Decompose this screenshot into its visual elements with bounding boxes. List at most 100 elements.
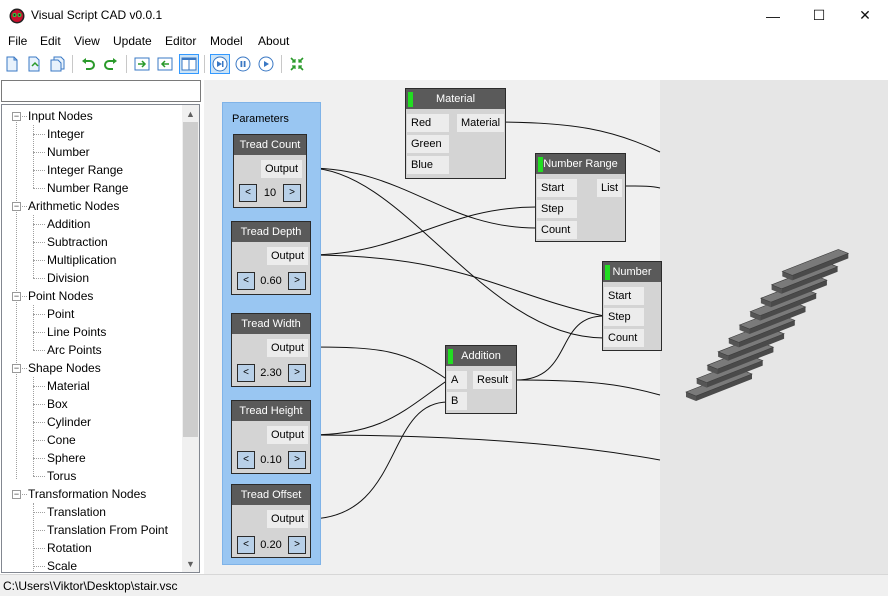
scrollbar-thumb[interactable] [183,122,198,437]
tree-item-scale[interactable]: Scale [47,559,78,573]
tree-category-point-nodes[interactable]: Point Nodes [28,289,94,303]
increment-button[interactable]: > [288,536,306,554]
tree-item-translation[interactable]: Translation [47,505,106,519]
output-port[interactable]: Output [261,160,303,178]
menu-editor[interactable]: Editor [165,34,197,48]
tree-item-integer[interactable]: Integer [47,127,85,141]
node-addition[interactable]: Addition A B Result [445,345,517,414]
tree-item-cone[interactable]: Cone [47,433,76,447]
tree-guide-line [33,260,45,261]
node-tread-count[interactable]: Tread Count Output < 10 > [233,134,307,208]
menu-view[interactable]: View [74,34,100,48]
input-port-count[interactable]: Count [604,329,644,347]
output-port[interactable]: Output [267,339,309,357]
menu-edit[interactable]: Edit [40,34,61,48]
split-view-button[interactable] [179,54,199,74]
collapse-icon[interactable]: − [12,201,21,211]
input-port-start[interactable]: Start [604,287,644,305]
decrement-button[interactable]: < [237,536,255,554]
input-port-green[interactable]: Green [407,135,449,153]
input-port-count[interactable]: Count [537,221,577,239]
export-button[interactable] [155,54,175,74]
tree-item-box[interactable]: Box [47,397,68,411]
decrement-button[interactable]: < [237,272,255,290]
increment-button[interactable]: > [283,184,301,202]
tree-category-input-nodes[interactable]: Input Nodes [28,109,93,123]
tree-item-number-range[interactable]: Number Range [47,181,129,195]
tree-item-rotation[interactable]: Rotation [47,541,92,555]
3d-viewport[interactable] [660,80,888,574]
scroll-up-icon[interactable]: ▲ [186,108,195,119]
node-tread-depth[interactable]: Tread Depth Output < 0.60 > [231,221,311,295]
pause-button[interactable] [233,54,253,74]
tree-item-division[interactable]: Division [47,271,90,285]
tree-item-sphere[interactable]: Sphere [47,451,86,465]
node-tread-width[interactable]: Tread Width Output < 2.30 > [231,313,311,387]
tree-item-number[interactable]: Number [47,145,90,159]
input-port-a[interactable]: A [447,371,467,389]
save-file-button[interactable] [47,54,67,74]
tree-item-addition[interactable]: Addition [47,217,91,231]
increment-button[interactable]: > [288,272,306,290]
collapse-icon[interactable]: − [12,111,21,121]
tree-item-line-points[interactable]: Line Points [47,325,107,339]
node-editor-canvas[interactable]: Parameters Tread Count Output < 10 > Tre… [204,80,888,574]
node-number-range[interactable]: Number Range Start Step Count List [535,153,626,242]
decrement-button[interactable]: < [237,364,255,382]
output-port[interactable]: Output [267,426,309,444]
tree-item-material[interactable]: Material [47,379,90,393]
menu-update[interactable]: Update [113,34,152,48]
node-tread-height[interactable]: Tread Height Output < 0.10 > [231,400,311,474]
maximize-button[interactable]: ☐ [796,0,842,31]
collapse-icon[interactable]: − [12,489,21,499]
input-port-b[interactable]: B [447,392,467,410]
collapse-icon[interactable]: − [12,363,21,373]
redo-button[interactable] [101,54,121,74]
tree-category-shape-nodes[interactable]: Shape Nodes [28,361,101,375]
minimize-button[interactable]: — [750,0,796,31]
step-button[interactable] [210,54,230,74]
open-file-button[interactable] [24,54,44,74]
wire [307,167,605,339]
play-button[interactable] [256,54,276,74]
tree-category-arithmetic-nodes[interactable]: Arithmetic Nodes [28,199,120,213]
import-button[interactable] [132,54,152,74]
input-port-red[interactable]: Red [407,114,449,132]
new-file-button[interactable] [2,54,22,74]
tree-item-point[interactable]: Point [47,307,75,321]
close-button[interactable]: ✕ [842,0,888,31]
output-port[interactable]: Output [267,247,309,265]
node-material[interactable]: Material Red Green Blue Material [405,88,506,179]
tree-scrollbar[interactable]: ▲ ▼ [182,105,199,572]
increment-button[interactable]: > [288,451,306,469]
tree-item-cylinder[interactable]: Cylinder [47,415,92,429]
input-port-step[interactable]: Step [537,200,577,218]
increment-button[interactable]: > [288,364,306,382]
node-tread-offset[interactable]: Tread Offset Output < 0.20 > [231,484,311,558]
tree-category-transformation-nodes[interactable]: Transformation Nodes [28,487,147,501]
scroll-down-icon[interactable]: ▼ [186,558,195,569]
fit-view-button[interactable] [287,54,307,74]
input-port-blue[interactable]: Blue [407,156,449,174]
output-port[interactable]: List [597,179,623,197]
tree-item-torus[interactable]: Torus [47,469,77,483]
tree-item-translation-from-point[interactable]: Translation From Point [47,523,168,537]
undo-button[interactable] [78,54,98,74]
menu-file[interactable]: File [8,34,28,48]
output-port[interactable]: Output [267,510,309,528]
menu-about[interactable]: About [258,34,290,48]
output-port[interactable]: Material [457,114,505,132]
output-port[interactable]: Result [473,371,513,389]
decrement-button[interactable]: < [237,451,255,469]
tree-item-multiplication[interactable]: Multiplication [47,253,117,267]
node-search-input[interactable] [1,80,201,102]
menu-model[interactable]: Model [210,34,243,48]
input-port-step[interactable]: Step [604,308,644,326]
tree-item-subtraction[interactable]: Subtraction [47,235,108,249]
input-port-start[interactable]: Start [537,179,577,197]
tree-item-integer-range[interactable]: Integer Range [47,163,124,177]
collapse-icon[interactable]: − [12,291,21,301]
decrement-button[interactable]: < [239,184,257,202]
node-number[interactable]: Number Start Step Count [602,261,662,351]
tree-item-arc-points[interactable]: Arc Points [47,343,102,357]
